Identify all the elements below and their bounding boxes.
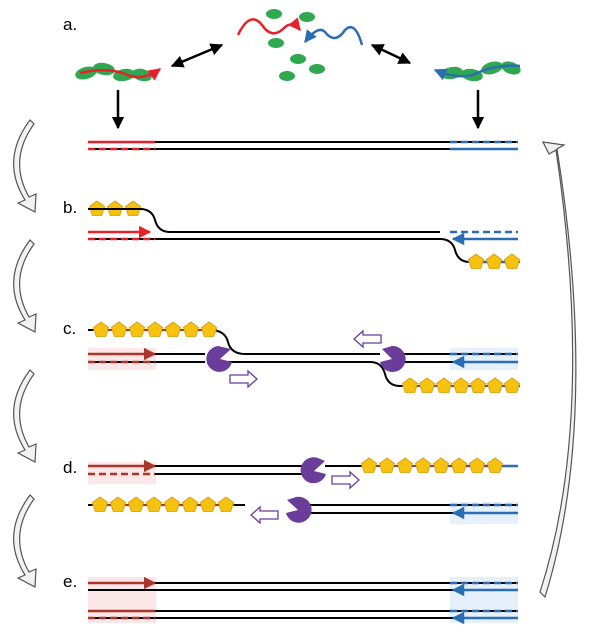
single-strand-binding-protein-icon — [396, 457, 414, 473]
ssb-proteins-d-bottom — [91, 496, 235, 512]
free-reverse-primer — [304, 25, 364, 46]
polymerase-icon-c-right — [380, 345, 406, 372]
polymerase-icon-c-left — [206, 346, 232, 372]
panel-a — [75, 9, 521, 151]
single-strand-binding-protein-icon — [145, 496, 163, 512]
single-strand-binding-protein-icon — [485, 253, 503, 269]
single-strand-binding-protein-icon — [91, 496, 109, 512]
single-strand-binding-protein-icon — [414, 457, 432, 473]
free-recombinase-proteins — [266, 9, 325, 81]
single-strand-binding-protein-icon — [486, 457, 504, 473]
panel-label-e: e. — [63, 572, 78, 591]
direction-arrow-icon-c-right — [229, 369, 258, 389]
single-strand-binding-protein-icon — [450, 457, 468, 473]
panel-c — [88, 321, 521, 393]
panel-b — [88, 200, 521, 269]
ssb-proteins-b-right — [467, 253, 521, 269]
single-strand-binding-protein-icon — [146, 321, 164, 337]
single-strand-binding-protein-icon — [163, 496, 181, 512]
single-strand-binding-protein-icon — [217, 496, 235, 512]
single-strand-binding-protein-icon — [378, 457, 396, 473]
single-strand-binding-protein-icon — [503, 253, 521, 269]
single-strand-binding-protein-icon — [127, 496, 145, 512]
single-strand-binding-protein-icon — [92, 321, 110, 337]
single-strand-binding-protein-icon — [199, 496, 217, 512]
single-strand-binding-protein-icon — [182, 321, 200, 337]
single-strand-binding-protein-icon — [503, 377, 521, 393]
cycle-arrow-icon-3 — [13, 369, 37, 463]
single-strand-binding-protein-icon — [200, 321, 218, 337]
cycle-arrows-left — [13, 119, 37, 588]
single-strand-binding-protein-icon — [435, 377, 453, 393]
single-strand-binding-protein-icon — [109, 496, 127, 512]
recombinase-primer-complex-icon-left — [75, 62, 162, 82]
single-strand-binding-protein-icon — [110, 321, 128, 337]
panel-label-a: a. — [63, 15, 78, 34]
cycle-arrow-icon-2 — [13, 239, 37, 333]
ssb-proteins-d-top — [360, 457, 504, 473]
single-strand-binding-protein-icon — [401, 377, 419, 393]
direction-arrow-icon-d-bottom — [250, 505, 279, 525]
direction-arrow-icon-d-top — [331, 470, 360, 490]
panel-d — [88, 457, 518, 525]
equilibrium-arrow-left — [170, 43, 224, 68]
single-strand-binding-protein-icon — [467, 253, 485, 269]
polymerase-icon-d-top — [300, 457, 326, 484]
free-forward-primer — [236, 17, 301, 36]
single-strand-binding-protein-icon — [164, 321, 182, 337]
return-cycle-arrow-icon — [539, 141, 577, 599]
single-strand-binding-protein-icon — [469, 377, 487, 393]
panel-e — [88, 576, 518, 625]
single-strand-binding-protein-icon — [468, 457, 486, 473]
template-duplex-a — [88, 140, 518, 151]
single-strand-binding-protein-icon — [452, 377, 470, 393]
cycle-arrow-icon-1 — [13, 119, 37, 213]
single-strand-binding-protein-icon — [432, 457, 450, 473]
single-strand-binding-protein-icon — [360, 457, 378, 473]
panel-label-d: d. — [63, 458, 78, 477]
single-strand-binding-protein-icon — [181, 496, 199, 512]
cycle-arrow-icon-4 — [13, 494, 37, 588]
single-strand-binding-protein-icon — [128, 321, 146, 337]
polymerase-icon-d-bottom — [286, 496, 312, 523]
direction-arrow-icon-c-left — [353, 329, 382, 349]
single-strand-binding-protein-icon — [486, 377, 504, 393]
panel-label-b: b. — [63, 198, 78, 217]
recombinase-primer-complex-icon-right — [433, 61, 521, 82]
panel-label-c: c. — [63, 319, 77, 338]
equilibrium-arrow-right — [370, 43, 412, 65]
single-strand-binding-protein-icon — [418, 377, 436, 393]
ssb-proteins-c-bottom — [401, 377, 521, 393]
ssb-proteins-c-top — [92, 321, 218, 337]
